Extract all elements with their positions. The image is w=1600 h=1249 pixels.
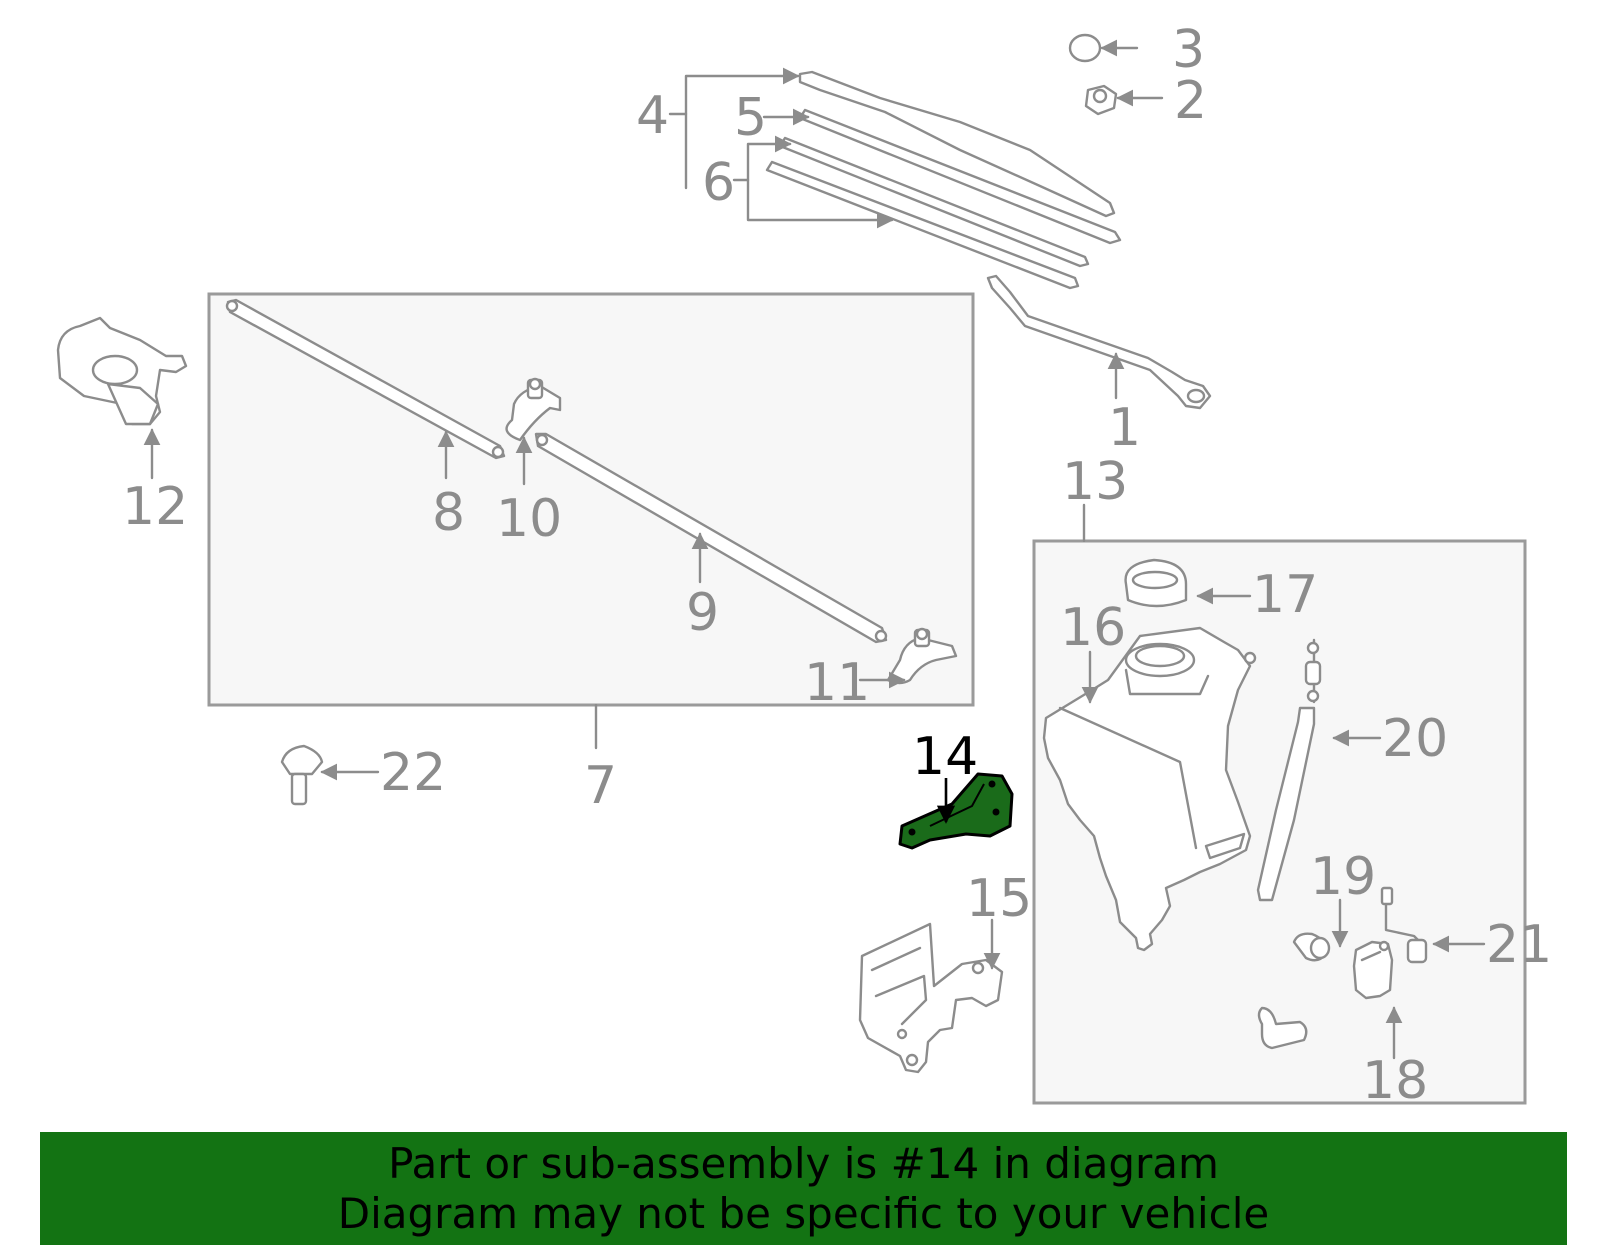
callout-6: 6 [702, 153, 735, 213]
small-hose-part [1257, 1006, 1308, 1050]
info-banner: Part or sub-assembly is #14 in diagram D… [40, 1132, 1567, 1245]
callout-2: 2 [1174, 71, 1207, 131]
pump-part [1352, 940, 1394, 1000]
callout-7: 7 [584, 756, 617, 816]
callout-5: 5 [734, 88, 767, 148]
callout-19: 19 [1310, 847, 1376, 907]
callout-16: 16 [1060, 598, 1126, 658]
callout-21: 21 [1486, 915, 1552, 975]
callout-20: 20 [1382, 709, 1448, 769]
bracket-14-highlighted [898, 772, 1014, 850]
callout-14: 14 [912, 727, 978, 787]
filler-cap-part [1124, 558, 1188, 608]
callout-11: 11 [804, 653, 870, 713]
callout-8: 8 [432, 483, 465, 543]
washer-tank-part [1042, 626, 1257, 952]
pivot-10 [505, 377, 562, 442]
level-sensor-part [1380, 886, 1428, 964]
callout-1: 1 [1108, 398, 1141, 458]
banner-line-2: Diagram may not be specific to your vehi… [337, 1189, 1270, 1238]
callout-17: 17 [1252, 565, 1318, 625]
grommet-part [1292, 932, 1331, 962]
banner-line-1: Part or sub-assembly is #14 in diagram [388, 1139, 1219, 1188]
nozzle-part [280, 744, 324, 806]
callout-13: 13 [1062, 452, 1128, 512]
bracket-15 [858, 922, 1004, 1074]
wiper-arm-part [986, 274, 1212, 410]
callout-4: 4 [636, 86, 669, 146]
link-rod-9 [534, 432, 888, 644]
callout-22: 22 [380, 743, 446, 803]
callout-12: 12 [122, 477, 188, 537]
cap-part [1068, 33, 1102, 63]
wiper-blade-part [765, 70, 1122, 290]
callout-15: 15 [966, 869, 1032, 929]
nut-part [1084, 84, 1118, 116]
callout-18: 18 [1362, 1051, 1428, 1111]
link-rod-8 [225, 298, 506, 460]
callout-10: 10 [496, 489, 562, 549]
hose-part [1256, 638, 1322, 902]
callout-9: 9 [686, 583, 719, 643]
callout-3: 3 [1172, 20, 1205, 80]
wiper-motor-part [56, 316, 188, 426]
leader-lines [143, 39, 1486, 1060]
